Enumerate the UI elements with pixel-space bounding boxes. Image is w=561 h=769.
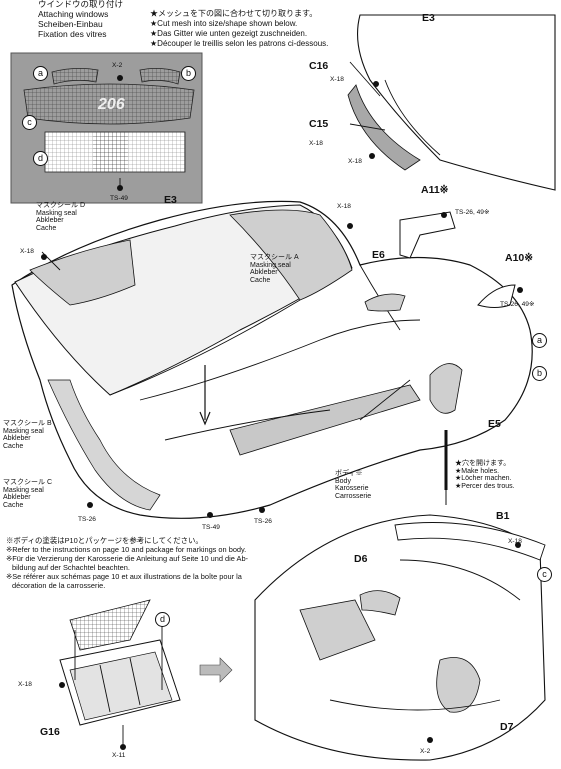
section-title-fr: Fixation des vitres	[38, 29, 107, 39]
glue-x18-grille: X-18	[18, 681, 32, 688]
glue-x18-body: X-18	[337, 203, 351, 210]
side-scoop	[229, 384, 421, 456]
glue-x2-template: X-2	[112, 62, 123, 69]
mask-seal-b-area	[47, 379, 161, 511]
footnote-de-1: ※Für die Verzierung der Karosserie die A…	[6, 554, 249, 563]
callout-a-template: a	[33, 66, 48, 81]
mesh-a	[51, 68, 99, 85]
callout-c-template: c	[22, 115, 37, 130]
footnote-de-2: bildung auf der Schachtel beachten.	[12, 563, 130, 572]
paint-ts26-left: TS-26	[78, 516, 96, 523]
grille-mesh-d	[69, 599, 151, 651]
part-e6-shape	[364, 293, 406, 312]
mask-seal-a-area	[229, 209, 353, 301]
part-a10: A10※	[505, 252, 534, 264]
glue-x18-left: X-18	[20, 248, 34, 255]
glue-x18-c15: X-18	[309, 140, 323, 147]
mask-seal-d-area	[29, 239, 136, 306]
mesh-note-fr: ★Découper le treillis selon les patrons …	[150, 39, 329, 48]
glue-x18-front: X-18	[508, 538, 522, 545]
paint-a11: TS-26, 49※	[455, 209, 490, 216]
paint-ts49-bottom: TS-49	[202, 524, 220, 531]
callout-a-body: a	[532, 333, 547, 348]
part-e5-shape	[429, 363, 463, 414]
footnote-en: ※Refer to the instructions on page 10 an…	[6, 545, 247, 554]
section-title-en: Attaching windows	[38, 9, 109, 19]
holes-note: ★穴を開けます。★Make holes. ★Löcher machen.★Per…	[455, 460, 515, 490]
part-d7: D7	[500, 721, 514, 733]
callout-b-body: b	[532, 366, 547, 381]
callout-b-template: b	[181, 66, 196, 81]
part-g16: G16	[40, 726, 60, 738]
part-b1: B1	[496, 510, 510, 522]
glue-x11: X-11	[112, 752, 126, 759]
part-d6: D6	[354, 553, 368, 565]
glue-x2-front: X-2	[420, 748, 431, 755]
section-title-jp: ウインドウの取り付け	[38, 0, 124, 9]
part-d6-shape	[299, 599, 376, 661]
part-e6: E6	[372, 249, 385, 261]
paint-ts49-template: TS-49	[110, 195, 128, 202]
rear-body-e3	[357, 14, 556, 191]
mesh-b	[139, 68, 181, 85]
mesh-note-de: ★Das Gitter wie unten gezeigt zuschneide…	[150, 29, 308, 38]
callout-d-grille: d	[155, 612, 170, 627]
rear-glass	[347, 84, 421, 171]
callout-c-front: c	[537, 567, 552, 582]
glue-x18-c16: X-18	[330, 76, 344, 83]
mesh-note-en: ★Cut mesh into size/shape shown below.	[150, 19, 298, 28]
part-a11: A11※	[421, 184, 449, 196]
part-b1-shape	[394, 522, 546, 561]
paint-ts26-bottom: TS-26	[254, 518, 272, 525]
footnote-jp: ※ボディの塗装はP10とパッケージを参考にしてください。	[6, 536, 203, 545]
glue-x18-rear: X-18	[348, 158, 362, 165]
part-c15: C15	[309, 118, 329, 130]
part-a11-shape	[399, 211, 456, 259]
part-a10-shape	[477, 284, 516, 308]
part-c16: C16	[309, 60, 329, 72]
mesh-d-dark	[93, 132, 128, 172]
part-e3-rear: E3	[422, 12, 435, 24]
part-e5: E5	[488, 418, 501, 430]
part-e3-body: E3	[164, 194, 177, 206]
paint-a10: TS-26, 49※	[500, 301, 535, 308]
emblem-206: 206	[98, 96, 125, 113]
assembly-arrow-icon	[199, 657, 233, 683]
mesh-c	[23, 83, 195, 125]
callout-d-template: d	[33, 151, 48, 166]
mesh-note-jp: ★メッシュを下の図に合わせて切り取ります。	[150, 9, 318, 18]
section-title-de: Scheiben-Einbau	[38, 19, 103, 29]
footnote-fr-2: décoration de la carrosserie.	[12, 581, 106, 590]
part-d7-shape	[436, 657, 481, 713]
footnote-fr-1: ※Se référer aux schémas page 10 et aux i…	[6, 572, 242, 581]
